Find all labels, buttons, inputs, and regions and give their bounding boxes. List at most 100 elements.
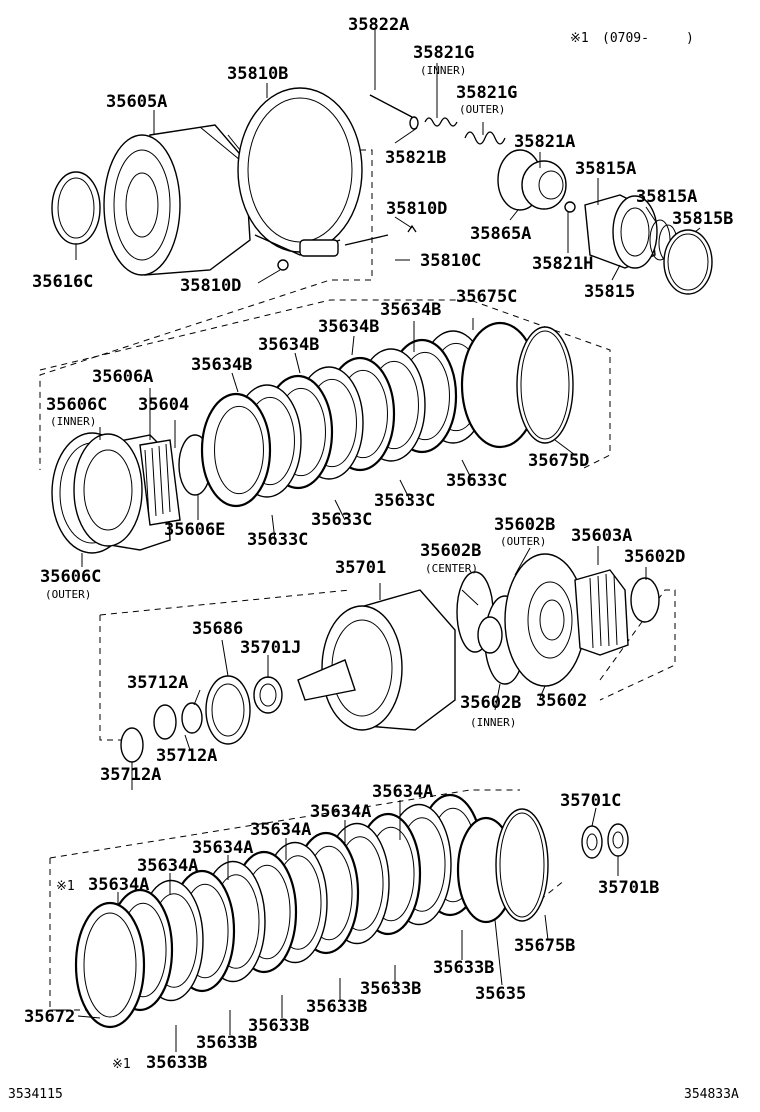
clutch-pack-b (106, 793, 484, 1012)
group-box-clutch-c (39, 299, 611, 471)
sublabel-inner-c: (INNER) (470, 716, 516, 729)
part-35686-thrust-washer (205, 675, 251, 745)
sublabel-inner-b: (INNER) (50, 415, 96, 428)
label-35821A: 35821A (514, 132, 575, 152)
label-35602B-center: 35602B (420, 541, 481, 561)
label-35633B-2: 35633B (360, 979, 421, 999)
label-35810C: 35810C (420, 251, 481, 271)
label-35634A-1: 35634A (372, 782, 433, 802)
label-35712A-1: 35712A (127, 673, 188, 693)
header-note-marker: ※1 (570, 31, 589, 46)
part-35810D-clip-a (277, 259, 289, 271)
part-35701-drum (297, 589, 456, 731)
group-box-drum (99, 589, 676, 741)
footer-right-code: 354833A (684, 1087, 739, 1102)
label-35712A-3: 35712A (100, 765, 161, 785)
label-35602: 35602 (536, 691, 587, 711)
label-35633C-4: 35633C (247, 530, 308, 550)
part-35821B-washer (409, 116, 419, 130)
label-35865A: 35865A (470, 224, 531, 244)
label-35822A: 35822A (348, 15, 409, 35)
label-35602B-inner: 35602B (460, 693, 521, 713)
header-note-close: ) (686, 31, 694, 46)
label-35606E: 35606E (164, 520, 225, 540)
part-35821G-springs (424, 117, 506, 145)
label-35712A-2: 35712A (156, 746, 217, 766)
label-35602D: 35602D (624, 547, 685, 567)
part-35672-flange (74, 901, 146, 1029)
label-35701J: 35701J (240, 638, 301, 658)
label-35810D-1: 35810D (386, 199, 447, 219)
label-35672: 35672 (24, 1007, 75, 1027)
part-35603A-gear (574, 569, 629, 656)
label-35815B: 35815B (672, 209, 733, 229)
header-note-range: (0709- (602, 31, 649, 46)
label-35821B: 35821B (385, 148, 446, 168)
part-35701J-bearing (253, 676, 283, 714)
label-35634B-3: 35634B (258, 335, 319, 355)
label-35815A-1: 35815A (575, 159, 636, 179)
label-35603A: 35603A (571, 526, 632, 546)
part-35815-cover (584, 194, 658, 269)
label-35604: 35604 (138, 395, 189, 415)
part-35712A-rings (120, 702, 203, 763)
label-35675B: 35675B (514, 936, 575, 956)
sublabel-center: (CENTER) (425, 562, 478, 575)
sublabel-inner-a: (INNER) (420, 64, 466, 77)
part-35605A-drum (103, 124, 251, 276)
label-35605A: 35605A (106, 92, 167, 112)
label-35701C: 35701C (560, 791, 621, 811)
label-35633B-3: 35633B (306, 997, 367, 1017)
clutch-c-disc-inner-1 (214, 405, 264, 495)
label-35633B-1: 35633B (433, 958, 494, 978)
label-35616C: 35616C (32, 272, 93, 292)
sublabel-outer-c: (OUTER) (500, 535, 546, 548)
part-35815B-snap-ring (663, 229, 713, 295)
part-35675B-snap-ring (495, 808, 549, 922)
label-35675D: 35675D (528, 451, 589, 471)
sublabel-outer-a: (OUTER) (459, 103, 505, 116)
label-35810B: 35810B (227, 64, 288, 84)
label-35634B-1: 35634B (380, 300, 441, 320)
label-35634A-3: 35634A (250, 820, 311, 840)
label-35606C-inner: 35606C (46, 395, 107, 415)
label-35634B-4: 35634B (191, 355, 252, 375)
label-35634A-6: 35634A (88, 875, 149, 895)
part-35810D-clip-b (407, 224, 417, 233)
label-35815A-2: 35815A (636, 187, 697, 207)
clutch-c-disc-outer-1 (200, 392, 272, 508)
label-35634A-5: 35634A (137, 856, 198, 876)
label-35815: 35815 (584, 282, 635, 302)
part-35821H-clip (564, 201, 576, 213)
part-35675D-snap-ring (516, 326, 574, 444)
label-35634B-2: 35634B (318, 317, 379, 337)
part-35602-carrier (504, 553, 586, 687)
footer-left-code: 3534115 (8, 1087, 63, 1102)
label-35810D-2: 35810D (180, 276, 241, 296)
label-35634A-4: 35634A (192, 838, 253, 858)
label-35633B-6: 35633B (146, 1053, 207, 1073)
label-35602B-outer: 35602B (494, 515, 555, 535)
label-35633B-4: 35633B (248, 1016, 309, 1036)
part-35810B-brake-band (237, 87, 363, 257)
label-35821G-outer: 35821G (456, 83, 517, 103)
label-35701B: 35701B (598, 878, 659, 898)
part-35604-return-spring (139, 439, 181, 526)
label-35633C-2: 35633C (374, 491, 435, 511)
label-35686: 35686 (192, 619, 243, 639)
part-35616C-snap-ring (51, 171, 101, 245)
note-mark-2: ※1 (112, 1057, 131, 1072)
label-35821G-inner: 35821G (413, 43, 474, 63)
label-35634A-2: 35634A (310, 802, 371, 822)
note-mark-1: ※1 (56, 879, 75, 894)
label-35675C: 35675C (456, 287, 517, 307)
label-35633C-1: 35633C (446, 471, 507, 491)
label-35606A: 35606A (92, 367, 153, 387)
label-35701: 35701 (335, 558, 386, 578)
part-labels: ※1 (0709- ) 35822A 35821G (INNER) 35821G… (8, 15, 739, 1102)
part-35821A-piston (521, 160, 567, 210)
part-35822A-rod (369, 94, 413, 118)
part-35701C-washer (581, 825, 603, 859)
sublabel-outer-b: (OUTER) (45, 588, 91, 601)
